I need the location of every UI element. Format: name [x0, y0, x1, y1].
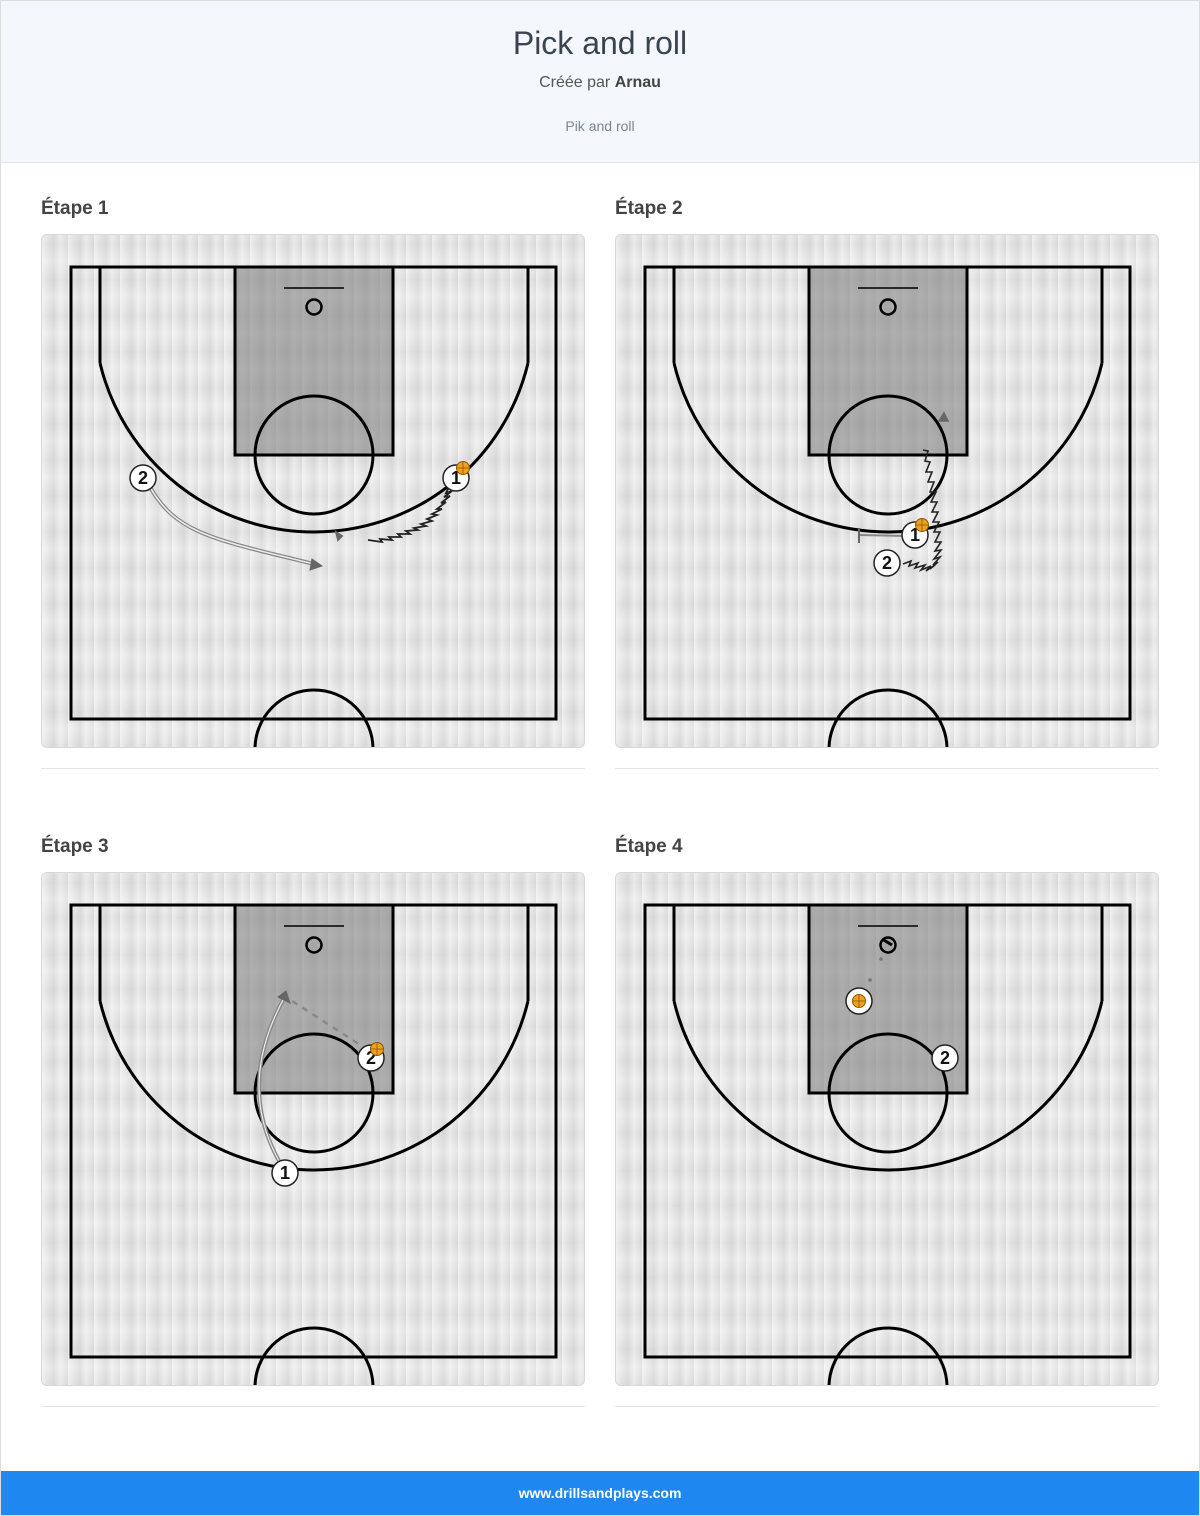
page-title: Pick and roll	[512, 25, 688, 61]
player-token: 2	[873, 549, 901, 577]
step-1: Étape 1	[41, 196, 585, 769]
player-token: 2	[931, 1044, 959, 1072]
court-diagram[interactable]: 2 1	[41, 234, 585, 748]
step-title: Étape 3	[41, 836, 109, 857]
player-2-cut-path	[148, 486, 324, 571]
court-lines	[69, 265, 558, 747]
step-3: Étape 3	[41, 834, 585, 1407]
player-number: 1	[451, 468, 461, 488]
page-header: Pick and roll Créée par Arnau Pik and ro…	[1, 1, 1199, 163]
author-name[interactable]: Arnau	[614, 74, 661, 91]
pass-path	[291, 999, 369, 1052]
step-2: Étape 2	[615, 196, 1159, 769]
player-token: 1	[271, 1159, 299, 1187]
step-divider	[615, 1406, 1159, 1407]
play-description: Pik and roll	[565, 118, 635, 134]
player-2-dribble-path	[902, 411, 950, 572]
player-1-roll-path	[257, 990, 291, 1162]
step-title: Étape 1	[41, 198, 109, 219]
player-number: 1	[280, 1163, 290, 1183]
author-prefix: Créée par	[539, 74, 611, 91]
court-diagram[interactable]: 1 2	[615, 234, 1159, 748]
player-token: 2	[129, 464, 157, 492]
court-diagram[interactable]: 2	[615, 872, 1159, 1386]
basketball-icon	[456, 461, 470, 475]
basketball-icon	[915, 518, 929, 532]
author-line: Créée par Arnau	[1, 74, 1199, 92]
site-footer: www.drillsandplays.com	[1, 1471, 1199, 1515]
player-number: 2	[366, 1048, 376, 1068]
court-lines	[643, 265, 1132, 747]
player-number: 2	[138, 468, 148, 488]
player-1-screen-path	[858, 528, 907, 543]
court-lines	[69, 903, 558, 1385]
step-divider	[615, 768, 1159, 769]
step-title: Étape 2	[615, 198, 683, 219]
step-divider	[41, 768, 585, 769]
player-1-dribble-path	[334, 484, 453, 544]
player-number: 2	[882, 553, 892, 573]
step-divider	[41, 1406, 585, 1407]
step-title: Étape 4	[615, 836, 683, 857]
player-number: 1	[910, 525, 920, 545]
court-diagram[interactable]: 1 2	[41, 872, 585, 1386]
court-lines	[643, 903, 1132, 1385]
player-number: 2	[940, 1048, 950, 1068]
basketball-icon	[852, 994, 866, 1008]
shot-path	[868, 957, 883, 982]
basketball-icon	[370, 1042, 384, 1056]
footer-site-link[interactable]: www.drillsandplays.com	[518, 1485, 682, 1501]
step-4: Étape 4	[615, 834, 1159, 1407]
